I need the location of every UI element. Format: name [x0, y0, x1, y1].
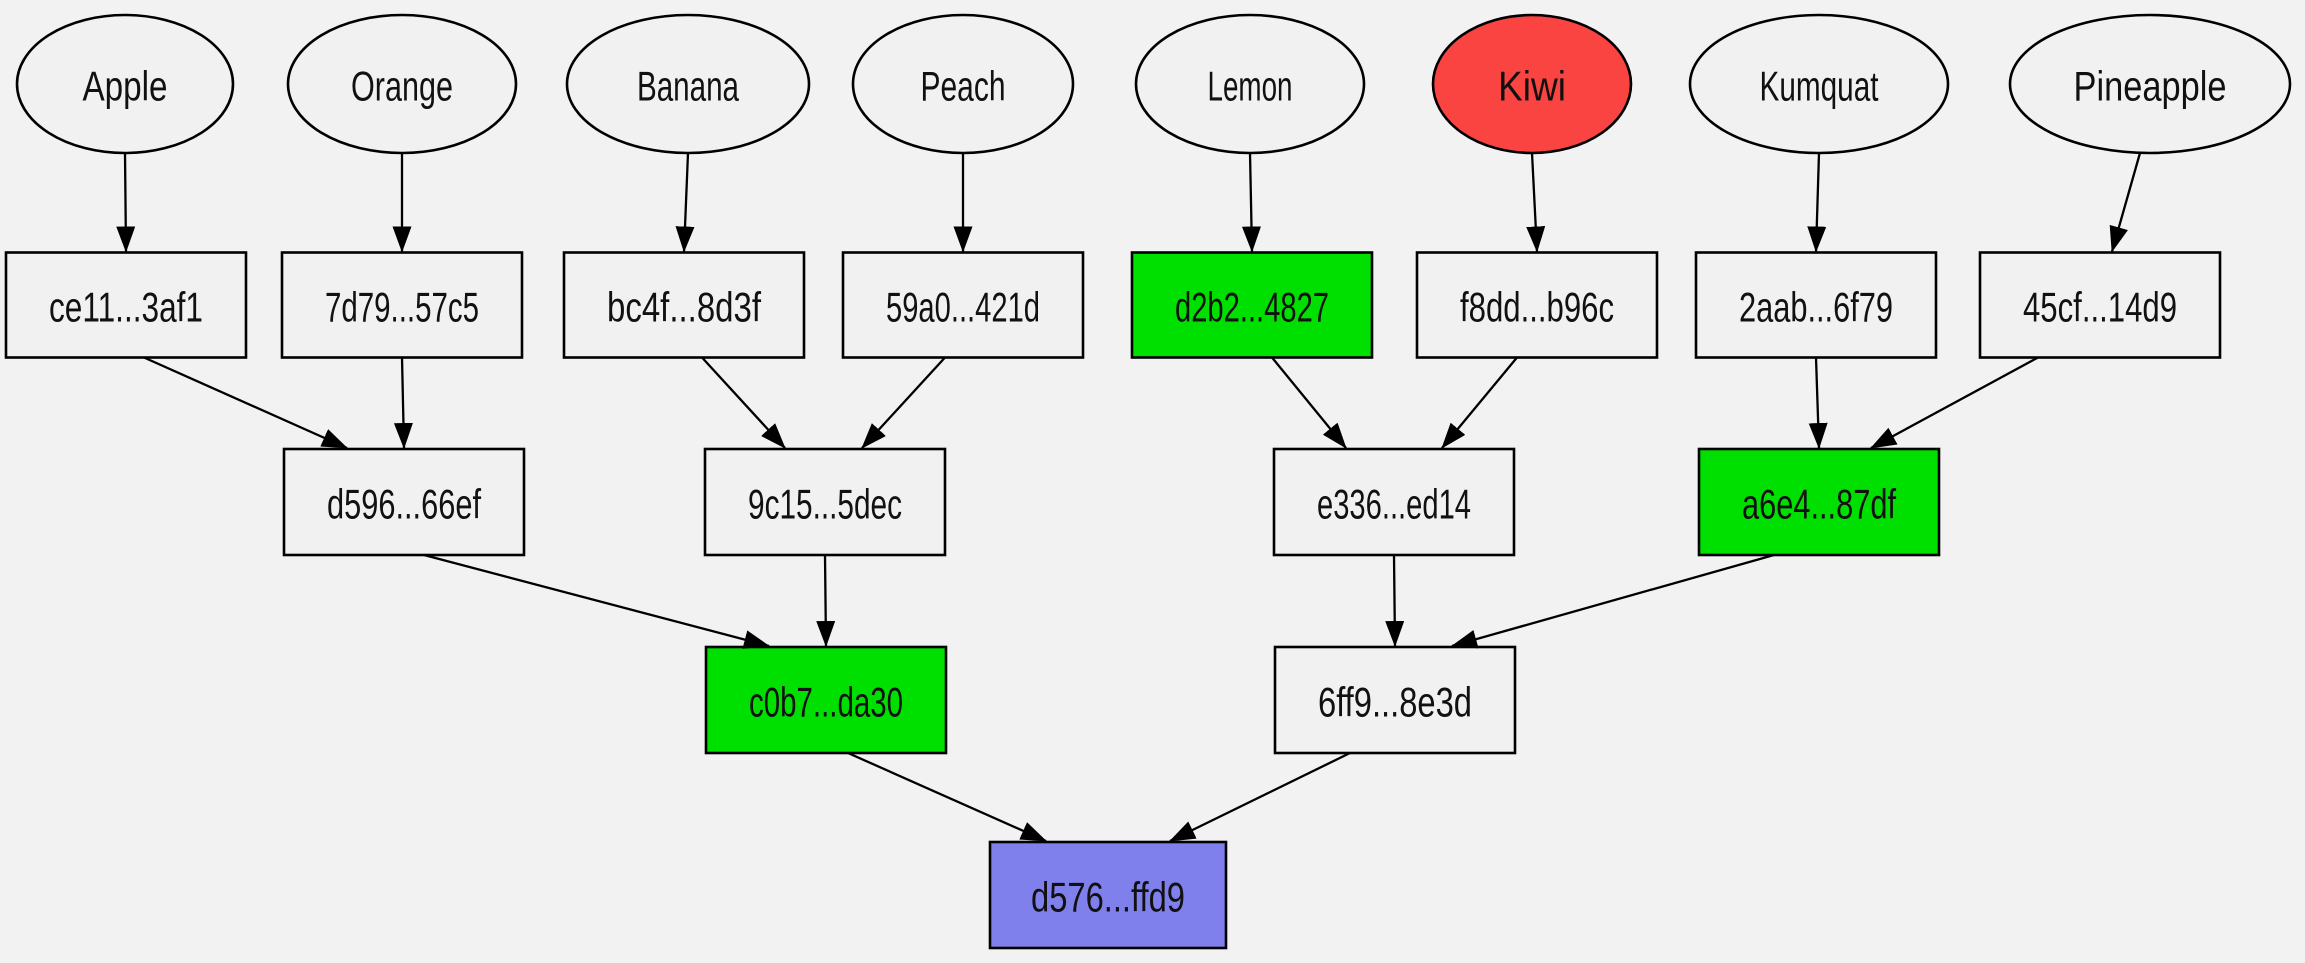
edge-hash-2aab-to-hash-a6e4 — [1808, 357, 1828, 449]
node-hash-d596: d596...66ef — [282, 447, 526, 557]
node-hash-2aab-shape — [1694, 251, 1938, 359]
node-hash-45cf-label: 45cf...14d9 — [2023, 284, 2177, 331]
node-hash-c0b7-label: c0b7...da30 — [749, 679, 903, 726]
edge-banana-to-hash-bc4f — [675, 152, 695, 253]
edge-hash-d596-to-hash-c0b7 — [423, 553, 770, 649]
node-hash-c0b7-shape — [704, 645, 948, 755]
edge-hash-45cf-to-hash-a6e4 — [1870, 356, 2039, 450]
edges-layer — [116, 152, 2142, 843]
node-hash-7d79-label: 7d79...57c5 — [325, 284, 479, 331]
node-pineapple-shape — [2008, 13, 2292, 155]
node-hash-45cf: 45cf...14d9 — [1978, 251, 2222, 359]
edge-hash-6ff9-to-root-d576 — [1169, 751, 1351, 843]
node-hash-d2b2-shape — [1130, 251, 1374, 359]
node-hash-9c15-label: 9c15...5dec — [748, 481, 902, 528]
node-kiwi: Kiwi — [1431, 13, 1633, 155]
node-pineapple-label: Pineapple — [2074, 63, 2227, 110]
edge-hash-e336-to-hash-6ff9 — [1385, 554, 1405, 647]
node-hash-bc4f: bc4f...8d3f — [562, 251, 806, 359]
node-hash-e336-shape — [1272, 447, 1516, 557]
node-hash-d2b2-label: d2b2...4827 — [1175, 284, 1329, 331]
edge-pineapple-to-hash-45cf — [2109, 152, 2142, 253]
node-hash-a6e4-shape — [1697, 447, 1941, 557]
node-apple: Apple — [15, 13, 235, 155]
edge-hash-9c15-to-hash-c0b7 — [816, 554, 836, 647]
edge-kiwi-to-hash-f8dd — [1526, 152, 1546, 253]
node-hash-e336-label: e336...ed14 — [1317, 481, 1471, 528]
edge-hash-bc4f-to-hash-9c15 — [701, 356, 786, 449]
node-hash-9c15: 9c15...5dec — [703, 447, 947, 557]
edge-lemon-to-hash-d2b2 — [1241, 152, 1261, 253]
node-hash-f8dd: f8dd...b96c — [1415, 251, 1659, 359]
node-hash-d596-label: d596...66ef — [327, 481, 481, 528]
node-hash-59a0-shape — [841, 251, 1085, 359]
node-hash-d2b2: d2b2...4827 — [1130, 251, 1374, 359]
node-lemon-label: Lemon — [1208, 63, 1293, 110]
node-root-d576-shape — [988, 840, 1228, 950]
node-root-d576-label: d576...ffd9 — [1031, 874, 1185, 921]
node-root-d576: d576...ffd9 — [988, 840, 1228, 950]
node-peach: Peach — [851, 13, 1075, 155]
node-hash-6ff9-shape — [1273, 645, 1517, 755]
node-hash-59a0-label: 59a0...421d — [886, 284, 1040, 331]
node-peach-label: Peach — [921, 63, 1006, 110]
node-hash-9c15-shape — [703, 447, 947, 557]
node-hash-c0b7: c0b7...da30 — [704, 645, 948, 755]
edge-hash-7d79-to-hash-d596 — [393, 357, 413, 449]
node-hash-a6e4-label: a6e4...87df — [1742, 481, 1896, 528]
node-hash-6ff9: 6ff9...8e3d — [1273, 645, 1517, 755]
node-hash-d596-shape — [282, 447, 526, 557]
node-orange: Orange — [286, 13, 518, 155]
node-hash-ce11-label: ce11...3af1 — [49, 284, 203, 331]
edge-hash-c0b7-to-root-d576 — [847, 751, 1047, 843]
node-orange-label: Orange — [351, 63, 453, 110]
node-hash-a6e4: a6e4...87df — [1697, 447, 1941, 557]
node-hash-bc4f-shape — [562, 251, 806, 359]
node-hash-45cf-shape — [1978, 251, 2222, 359]
edge-hash-a6e4-to-hash-6ff9 — [1451, 553, 1775, 649]
edge-hash-d2b2-to-hash-e336 — [1271, 356, 1347, 449]
node-lemon: Lemon — [1134, 13, 1366, 155]
edge-kumquat-to-hash-2aab — [1807, 152, 1827, 253]
node-pineapple: Pineapple — [2008, 13, 2292, 155]
node-hash-bc4f-label: bc4f...8d3f — [607, 284, 761, 331]
edge-hash-f8dd-to-hash-e336 — [1441, 356, 1518, 449]
node-hash-ce11: ce11...3af1 — [4, 251, 248, 359]
node-hash-7d79-shape — [280, 251, 524, 359]
node-banana-label: Banana — [637, 63, 739, 110]
node-hash-ce11-shape — [4, 251, 248, 359]
node-hash-7d79: 7d79...57c5 — [280, 251, 524, 359]
edge-apple-to-hash-ce11 — [116, 152, 136, 253]
node-banana: Banana — [565, 13, 811, 155]
node-hash-f8dd-shape — [1415, 251, 1659, 359]
node-hash-2aab-label: 2aab...6f79 — [1739, 284, 1893, 331]
edge-hash-59a0-to-hash-9c15 — [861, 356, 946, 449]
node-hash-e336: e336...ed14 — [1272, 447, 1516, 557]
node-hash-59a0: 59a0...421d — [841, 251, 1085, 359]
node-hash-6ff9-label: 6ff9...8e3d — [1318, 679, 1472, 726]
node-apple-label: Apple — [83, 63, 168, 110]
node-kumquat-label: Kumquat — [1760, 63, 1879, 110]
node-hash-f8dd-label: f8dd...b96c — [1460, 284, 1614, 331]
edge-hash-ce11-to-hash-d596 — [143, 356, 348, 450]
node-kiwi-label: Kiwi — [1498, 63, 1566, 110]
node-hash-2aab: 2aab...6f79 — [1694, 251, 1938, 359]
node-kumquat: Kumquat — [1688, 13, 1950, 155]
nodes-layer: Apple Orange Banana Peach Lemon Kiwi Kumquat Pi… — [4, 13, 2292, 950]
